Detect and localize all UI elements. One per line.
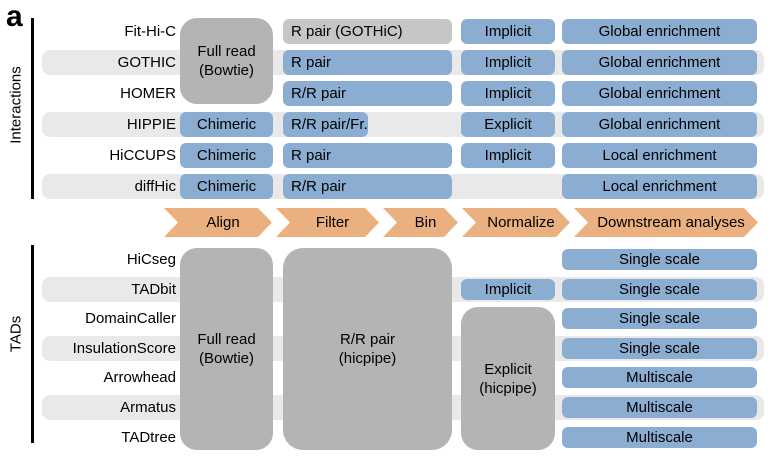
tool-name: InsulationScore bbox=[72, 340, 176, 357]
align-cell: Chimeric bbox=[180, 143, 273, 168]
tool-name: HiCCUPS bbox=[109, 147, 176, 164]
tool-name: GOTHIC bbox=[117, 54, 176, 71]
interactions-row-hiccups: HiCCUPS Chimeric R pair Implicit Local e… bbox=[0, 140, 774, 171]
tool-name: HiCseg bbox=[126, 251, 176, 268]
interactions-row-fit-hi-c: Fit-Hi-C R pair (GOTHiC) Implicit Global… bbox=[0, 16, 774, 47]
pipeline-step-normalize: Normalize bbox=[462, 208, 570, 237]
tads-axis-line bbox=[31, 245, 34, 443]
tool-name: TADbit bbox=[131, 281, 176, 298]
panel-label: a bbox=[6, 0, 23, 33]
box-line1: R/R pair bbox=[339, 331, 395, 348]
downstream-cell: Single scale bbox=[562, 338, 757, 359]
box-line1: Explicit bbox=[484, 360, 532, 378]
filter-cell: R/R pair bbox=[283, 81, 452, 106]
full-read-bowtie-box-tads: Full read (Bowtie) bbox=[180, 248, 273, 450]
rr-pair-hicpipe-box: R/R pair (hicpipe) bbox=[283, 248, 452, 450]
filter-cell: R pair (GOTHiC) bbox=[283, 19, 452, 44]
box-line2: (Bowtie) bbox=[198, 62, 254, 79]
interactions-row-gothic: GOTHIC R pair Implicit Global enrichment bbox=[0, 47, 774, 78]
normalize-cell: Implicit bbox=[461, 143, 555, 168]
normalize-cell: Implicit bbox=[461, 279, 555, 300]
downstream-cell: Single scale bbox=[562, 279, 757, 300]
downstream-cell: Local enrichment bbox=[562, 143, 757, 168]
pipeline-step-label: Downstream analyses bbox=[597, 214, 745, 231]
interactions-row-diffhic: diffHic Chimeric R/R pair Local enrichme… bbox=[0, 171, 774, 202]
explicit-hicpipe-box: Explicit (hicpipe) bbox=[461, 307, 555, 450]
pipeline-step-align: Align bbox=[164, 208, 272, 237]
align-cell: Chimeric bbox=[180, 174, 273, 199]
tool-name: DomainCaller bbox=[85, 310, 176, 327]
filter-cell: R pair bbox=[283, 50, 452, 75]
tool-name: Arrowhead bbox=[103, 369, 176, 386]
pipeline-step-downstream: Downstream analyses bbox=[574, 208, 758, 237]
filter-cell: R/R pair/Fr. bbox=[283, 112, 368, 137]
tool-name: HOMER bbox=[120, 85, 176, 102]
pipeline-step-label: Align bbox=[206, 214, 240, 231]
normalize-cell: Implicit bbox=[461, 19, 555, 44]
pipeline-step-label: Normalize bbox=[487, 214, 555, 231]
normalize-cell: Implicit bbox=[461, 81, 555, 106]
filter-cell: R pair bbox=[283, 143, 452, 168]
normalize-cell: Explicit bbox=[461, 112, 555, 137]
pipeline-step-label: Filter bbox=[315, 214, 350, 231]
interactions-row-homer: HOMER R/R pair Implicit Global enrichmen… bbox=[0, 78, 774, 109]
downstream-cell: Multiscale bbox=[562, 367, 757, 388]
downstream-cell: Local enrichment bbox=[562, 174, 757, 199]
box-line2: (hicpipe) bbox=[338, 350, 397, 367]
box-line1: Full read bbox=[197, 43, 256, 60]
pipeline-step-bin: Bin bbox=[383, 208, 458, 237]
tool-name: HIPPIE bbox=[126, 116, 176, 133]
box-line1: Full read bbox=[197, 331, 256, 348]
downstream-cell: Multiscale bbox=[562, 427, 757, 448]
box-line2: (Bowtie) bbox=[198, 350, 254, 367]
filter-cell: R/R pair bbox=[283, 174, 452, 199]
pipeline-step-label: Bin bbox=[414, 214, 437, 231]
downstream-cell: Single scale bbox=[562, 249, 757, 270]
pipeline-step-filter: Filter bbox=[276, 208, 379, 237]
interactions-axis-line bbox=[31, 18, 34, 199]
downstream-cell: Single scale bbox=[562, 308, 757, 329]
downstream-cell: Global enrichment bbox=[562, 112, 757, 137]
box-line2: (hicpipe) bbox=[479, 379, 537, 397]
tool-name: Armatus bbox=[120, 399, 176, 416]
tads-row-arrowhead: Arrowhead Multiscale bbox=[0, 363, 774, 392]
downstream-cell: Global enrichment bbox=[562, 19, 757, 44]
interactions-row-hippie: HIPPIE Chimeric R/R pair/Fr. Explicit Gl… bbox=[0, 109, 774, 140]
tool-name: TADtree bbox=[121, 429, 176, 446]
downstream-cell: Global enrichment bbox=[562, 50, 757, 75]
align-cell: Chimeric bbox=[180, 112, 273, 137]
normalize-cell: Implicit bbox=[461, 50, 555, 75]
tads-row-domaincaller: DomainCaller Single scale bbox=[0, 304, 774, 333]
downstream-cell: Multiscale bbox=[562, 397, 757, 418]
full-read-bowtie-box: Full read (Bowtie) bbox=[180, 18, 273, 104]
tads-row-hicseg: HiCseg Single scale bbox=[0, 245, 774, 274]
tool-name: Fit-Hi-C bbox=[124, 23, 176, 40]
downstream-cell: Global enrichment bbox=[562, 81, 757, 106]
tool-name: diffHic bbox=[134, 178, 176, 195]
tads-row-tadtree: TADtree Multiscale bbox=[0, 423, 774, 452]
